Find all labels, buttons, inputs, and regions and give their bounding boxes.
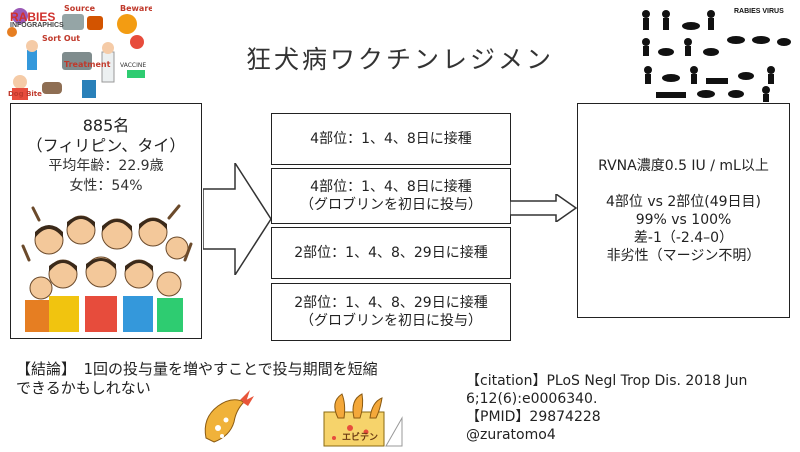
regimen-box: 4部位：1、4、8日に接種 （グロブリンを初日に投与） [271,168,511,224]
author-handle: @zuratomo4 [466,427,556,443]
outcome-noninferiority: 非劣性（マージン不明） [606,247,761,264]
outcome-rates: 99% vs 100% [635,211,732,228]
regimen-text: 4部位：1、4、8日に接種 [310,179,472,195]
regimen-text: 2部位：1、4、8、29日に接種 [294,245,488,261]
citation-pmid: 【PMID】29874228 [466,409,601,425]
fried-shrimp-illustration [204,390,254,443]
infographic-label-source: Source [64,4,96,13]
regimen-box: 2部位：1、4、8、29日に接種 [271,227,511,279]
participant-countries: （フィリピン、タイ） [26,136,186,155]
page-title: 狂犬病ワクチンレジメン [245,45,554,74]
infographic-label-vaccine: VACCINE [120,62,147,69]
infographic-title: RABIES [10,10,56,24]
conclusion-line: 【結論】 1回の投与量を増やすことで投与期間を短縮 [16,360,378,378]
infographic-subtitle: INFOGRAPHICS [10,22,64,29]
citation: 【citation】PLoS Negl Trop Dis. 2018 Jun 6… [466,372,747,444]
regimen-box: 2部位：1、4、8、29日に接種 （グロブリンを初日に投与） [271,283,511,341]
ebiten-illustration: エビテン [320,388,404,448]
regimen-note: （グロブリンを初日に投与） [300,197,482,213]
regimen-text: 2部位：1、4、8、29日に接種 [294,295,488,311]
outcome-difference: 差-1（-2.4–0） [633,229,734,246]
citation-line: 【citation】PLoS Negl Trop Dis. 2018 Jun [466,373,748,389]
citation-line: 6;12(6):e0006340. [466,391,598,407]
mean-age: 平均年齢：22.9歳 [48,158,164,174]
rabies-infographic-image: RABIES INFOGRAPHICS Source Beware Sort O… [2,2,152,102]
regimen-box: 4部位：1、4、8日に接種 [271,113,511,165]
outcome-box: RVNA濃度0.5 IU / mL以上 4部位 vs 2部位(49日目) 99%… [577,103,790,318]
arrow-to-outcome [510,194,578,222]
participant-count: 885名 [82,116,130,135]
regimen-note: （グロブリンを初日に投与） [300,313,482,329]
children-illustration [19,200,193,332]
rabies-virus-panel-image: RABIES VIRUS [636,2,796,102]
conclusion: 【結論】 1回の投与量を増やすことで投与期間を短縮 できるかもしれない [16,360,378,398]
virus-panel-title: RABIES VIRUS [734,8,784,15]
conclusion-line: できるかもしれない [16,379,151,397]
outcome-comparison: 4部位 vs 2部位(49日目) [605,193,762,210]
ebiten-label: エビテン [342,433,379,443]
infographic-label-sortout: Sort Out [42,34,81,43]
outcome-definition: RVNA濃度0.5 IU / mL以上 [598,157,769,174]
infographic-label-beware: Beware [120,4,152,13]
infographic-label-dogbite: Dog Bite [8,90,42,98]
population-box: 885名 （フィリピン、タイ） 平均年齢：22.9歳 女性：54% [10,103,202,339]
infographic-label-treatment: Treatment [64,60,111,69]
regimen-text: 4部位：1、4、8日に接種 [310,131,472,147]
arrow-to-regimens [203,163,272,275]
female-ratio: 女性：54% [69,178,143,194]
